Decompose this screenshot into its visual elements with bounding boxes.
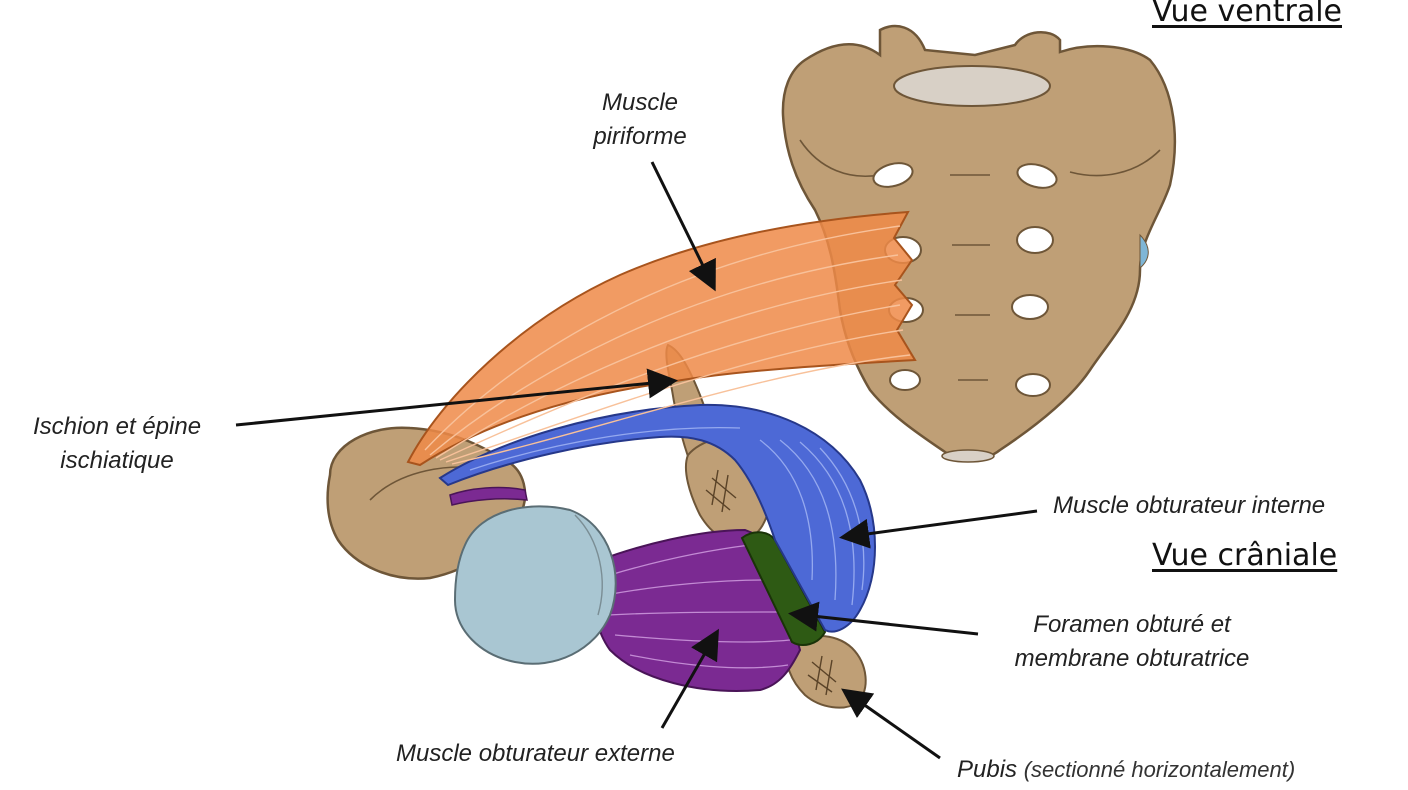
label-pubis: Pubis (sectionné horizontalement) — [957, 753, 1295, 787]
obturator-internus-belly — [438, 403, 876, 633]
arrow-obturateur-externe — [660, 628, 719, 729]
label-foramen-line1: Foramen obturé et — [1033, 611, 1231, 638]
label-piriforme-line2: piriforme — [593, 123, 687, 150]
ischium-section-hatch — [705, 469, 737, 513]
label-pubis-main: Pubis — [957, 756, 1018, 783]
pubis-section-hatch — [807, 655, 837, 696]
label-foramen-line2: membrane obturatrice — [1014, 645, 1250, 672]
sacrum-ala-left — [799, 139, 881, 177]
label-piriforme: Muscle piriforme — [575, 86, 705, 154]
label-ischion: Ischion et épine ischiatique — [4, 410, 230, 478]
obturator-externus — [449, 486, 802, 692]
label-piriforme-line1: Muscle — [601, 89, 679, 116]
arrow-obturateur-interne — [839, 509, 1038, 549]
femoral-head-rim — [574, 514, 603, 616]
view-cranial-title: Vue crâniale — [1152, 538, 1338, 573]
label-obturateur-interne: Muscle obturateur interne — [1053, 492, 1326, 519]
label-ischion-line1: Ischion et épine — [32, 413, 202, 440]
arrow-piriforme — [650, 161, 716, 292]
view-ventral-title: Vue ventrale — [1152, 0, 1342, 29]
label-pubis-note: (sectionné horizontalement) — [1023, 757, 1296, 782]
label-obturateur-externe: Muscle obturateur externe — [396, 740, 675, 767]
obturator-internus — [438, 403, 876, 633]
sacral-disc — [893, 65, 1051, 107]
leader-lines — [235, 161, 1038, 760]
obturator-externus-belly — [593, 528, 802, 692]
transverse-ridges — [950, 174, 990, 381]
femoral-head — [453, 505, 617, 665]
obturator-internus-fibers — [469, 427, 865, 606]
arrow-ischion — [235, 368, 678, 427]
arrow-pubis — [841, 688, 941, 760]
sacrum-ala-right — [1069, 149, 1161, 177]
label-ischion-line2: ischiatique — [60, 447, 174, 474]
label-foramen: Foramen obturé et membrane obturatrice — [982, 608, 1282, 676]
arrow-foramen — [788, 601, 979, 636]
auricular-surface — [1139, 233, 1149, 270]
femoral-head-group — [453, 505, 617, 665]
obturator-externus-tendon — [449, 486, 528, 506]
sacral-apex — [941, 449, 995, 463]
